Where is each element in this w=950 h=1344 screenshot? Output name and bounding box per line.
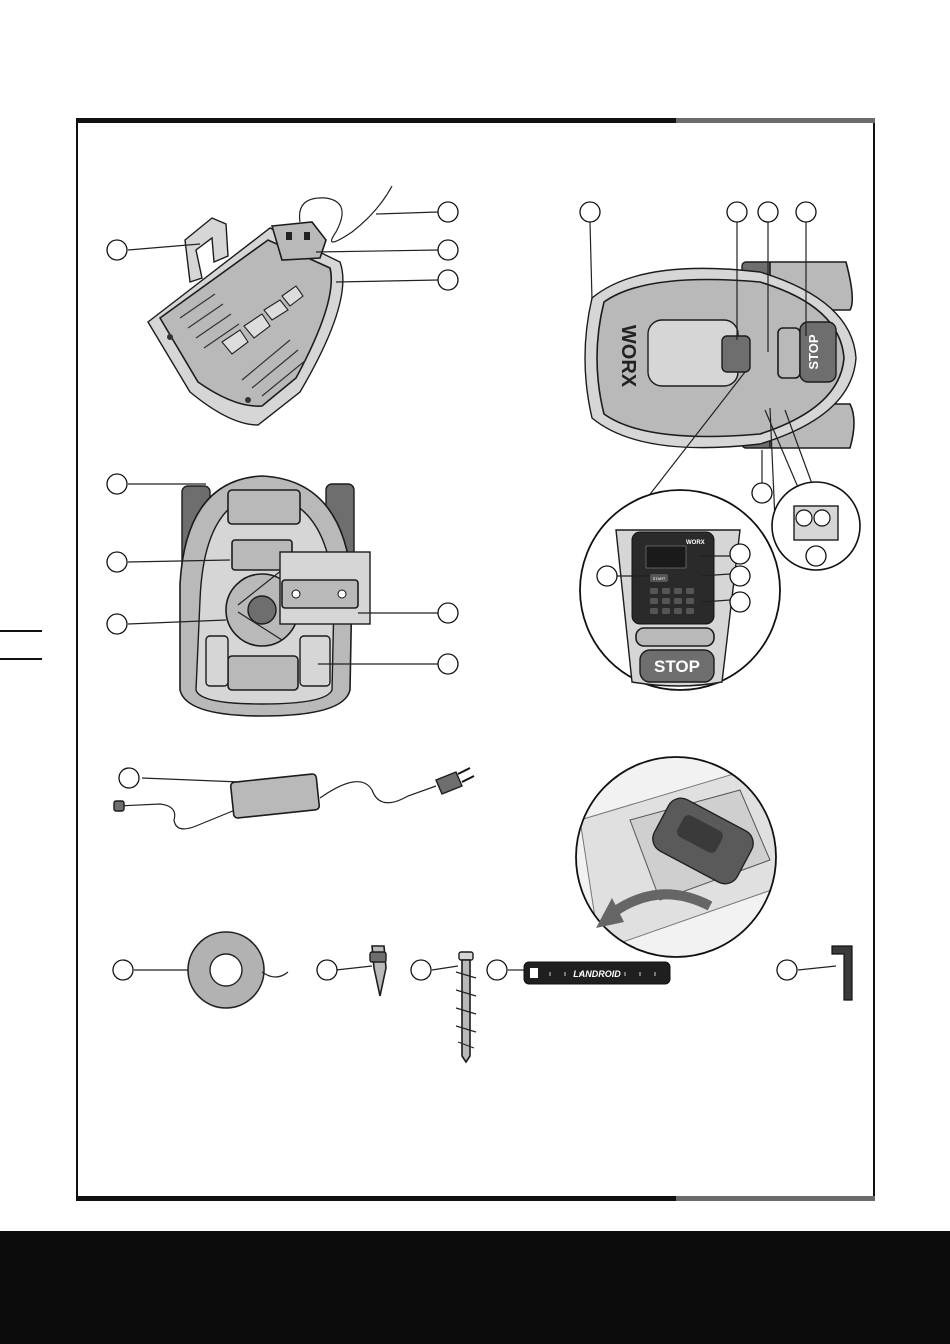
control-panel-zoom: WORX START STOP bbox=[580, 490, 780, 690]
mower-bottom-view-illustration bbox=[180, 476, 370, 716]
allen-key-illustration bbox=[832, 946, 852, 1000]
boundary-wire-roll-illustration bbox=[188, 932, 288, 1008]
distance-gauge-illustration: LANDROID bbox=[524, 962, 670, 984]
wire-connector-illustration bbox=[370, 946, 386, 996]
keypad-start-label: START bbox=[653, 576, 666, 581]
gauge-brand-label: LANDROID bbox=[573, 969, 621, 979]
keypad-brand-label: WORX bbox=[686, 540, 705, 546]
cover-lift-illustration bbox=[570, 750, 800, 970]
peg-illustration bbox=[456, 952, 476, 1062]
mower-brand-label: WORX bbox=[617, 325, 639, 388]
power-adapter-illustration bbox=[114, 768, 474, 829]
keypad-stop-label: STOP bbox=[654, 657, 700, 676]
charging-station-illustration bbox=[148, 186, 392, 425]
mower-stop-label: STOP bbox=[806, 334, 821, 369]
